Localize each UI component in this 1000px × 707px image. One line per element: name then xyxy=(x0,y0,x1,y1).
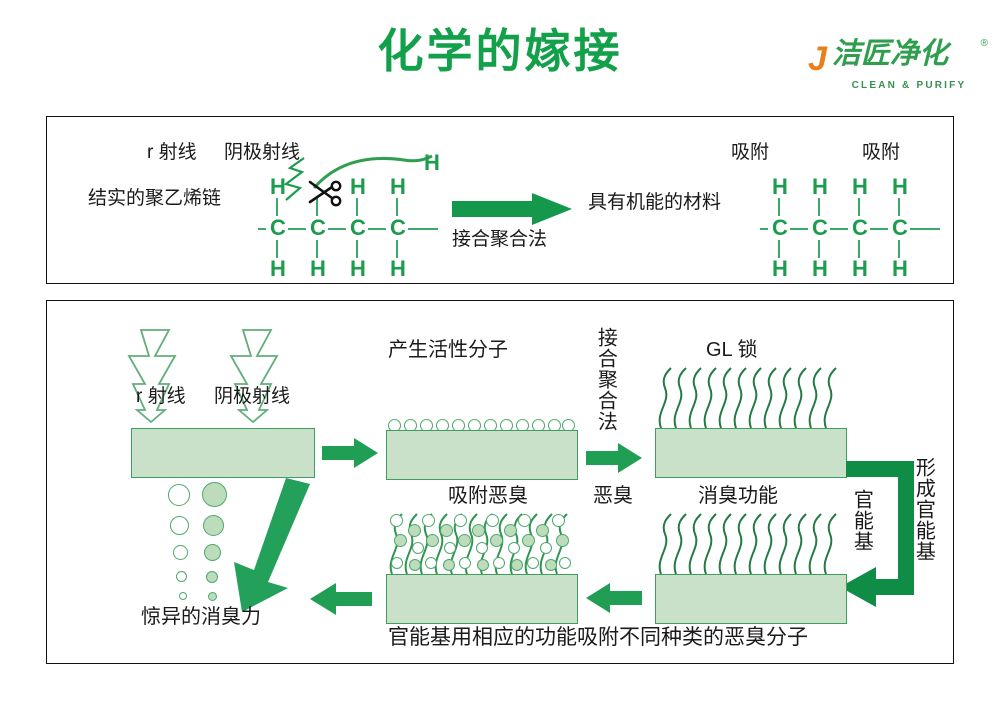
molecule-chain-right: C C C C H H H H H H H H xyxy=(760,158,940,281)
label-gamma-ray-bottom: r 射线 xyxy=(136,386,186,407)
label-functional-group: 官能基 xyxy=(850,489,873,552)
atom-hydrogen: H xyxy=(812,174,828,199)
atom-hydrogen: H xyxy=(390,256,406,281)
atom-hydrogen-detached: H xyxy=(424,150,440,175)
label-deodorizing-function: 消臭功能 xyxy=(698,485,778,507)
atom-hydrogen: H xyxy=(892,174,908,199)
atom-hydrogen: H xyxy=(852,174,868,199)
registered-trademark-icon: ® xyxy=(980,38,988,49)
arrow-step4-to-step5 xyxy=(586,583,642,613)
arrow-step1-to-step2 xyxy=(322,438,378,468)
atom-hydrogen: H xyxy=(270,174,286,199)
label-polyethylene-chain: 结实的聚乙烯链 xyxy=(88,188,222,209)
arrow-graft-polymerization xyxy=(452,193,572,225)
atom-carbon: C xyxy=(772,215,788,240)
active-sites-row xyxy=(386,418,576,434)
atom-carbon: C xyxy=(270,215,286,240)
atom-hydrogen: H xyxy=(270,256,286,281)
substrate-bar-active xyxy=(386,418,578,480)
label-cathode-ray-bottom: 阴极射线 xyxy=(214,386,291,407)
page-title: 化学的嫁接 xyxy=(377,25,623,77)
label-gamma-ray-top: r 射线 xyxy=(147,142,197,163)
caption-functional-group-adsorption: 官能基用相应的功能吸附不同种类的恶臭分子 xyxy=(388,626,808,649)
label-adsorb-left: 吸附 xyxy=(731,142,770,163)
label-adsorb-right: 吸附 xyxy=(862,142,901,163)
atom-carbon: C xyxy=(812,215,828,240)
label-amazing-deodorizing-power: 惊异的消臭力 xyxy=(141,606,261,628)
atom-carbon: C xyxy=(310,215,326,240)
substrate-bar-adsorbing xyxy=(386,512,578,624)
label-cathode-ray-top: 阴极射线 xyxy=(224,142,301,163)
scissors-icon xyxy=(306,178,346,212)
atom-carbon: C xyxy=(852,215,868,240)
atom-hydrogen: H xyxy=(772,174,788,199)
arrow-form-functional-group xyxy=(838,455,934,607)
label-gl-lock: GL 锁 xyxy=(706,339,758,361)
atom-carbon: C xyxy=(892,215,908,240)
graft-chains-waves xyxy=(658,367,837,429)
cathode-ray-bolt-icon xyxy=(225,329,295,424)
logo-tagline: CLEAN & PURIFY xyxy=(851,80,967,91)
radiation-zigzag-icon xyxy=(283,157,305,201)
diagram-panel-top xyxy=(46,116,954,284)
label-adsorb-odor: 吸附恶臭 xyxy=(448,485,528,507)
logo-brand-chinese: 洁匠净化 xyxy=(832,38,949,70)
adsorbed-odor-molecules xyxy=(386,512,576,576)
substrate-bar-plain xyxy=(131,428,315,478)
label-odor: 恶臭 xyxy=(593,485,633,507)
label-graft-polymerization-top: 接合聚合法 xyxy=(452,229,548,250)
atom-hydrogen: H xyxy=(390,174,406,199)
atom-hydrogen: H xyxy=(852,256,868,281)
atom-hydrogen: H xyxy=(772,256,788,281)
label-form-functional-group: 形成官能基 xyxy=(912,457,935,562)
arrow-step5-to-output xyxy=(310,583,372,615)
arrow-step2-to-step3 xyxy=(586,443,642,473)
gamma-ray-bolt-icon xyxy=(123,329,193,424)
atom-hydrogen: H xyxy=(350,174,366,199)
graft-chains-waves-lower xyxy=(658,513,837,575)
molecule-chain-left: C C C C C C C C H H H H H H H xyxy=(258,158,438,281)
logo-j-letter: J xyxy=(808,40,827,78)
atom-hydrogen: H xyxy=(812,256,828,281)
logo-mark: J 洁匠净化 ® xyxy=(806,36,988,78)
detached-bond-curve xyxy=(312,154,433,189)
brand-logo: J 洁匠净化 ® CLEAN & PURIFY xyxy=(806,36,988,98)
label-functional-material: 具有机能的材料 xyxy=(588,192,722,213)
bond-break-graphic xyxy=(280,152,460,212)
odor-molecules-falling xyxy=(160,482,230,614)
atom-hydrogen: H xyxy=(892,256,908,281)
atom-hydrogen: H xyxy=(310,256,326,281)
atom-hydrogen: H xyxy=(350,256,366,281)
label-graft-polymerization-bottom: 接合聚合法 xyxy=(594,327,617,432)
arrow-deodorizing-power xyxy=(218,478,314,614)
atom-carbon: C xyxy=(390,215,406,240)
label-active-molecules: 产生活性分子 xyxy=(388,339,508,361)
atom-carbon: C xyxy=(350,215,366,240)
substrate-bar-grafted xyxy=(655,366,847,478)
substrate-bar-grafted-lower xyxy=(655,512,847,624)
